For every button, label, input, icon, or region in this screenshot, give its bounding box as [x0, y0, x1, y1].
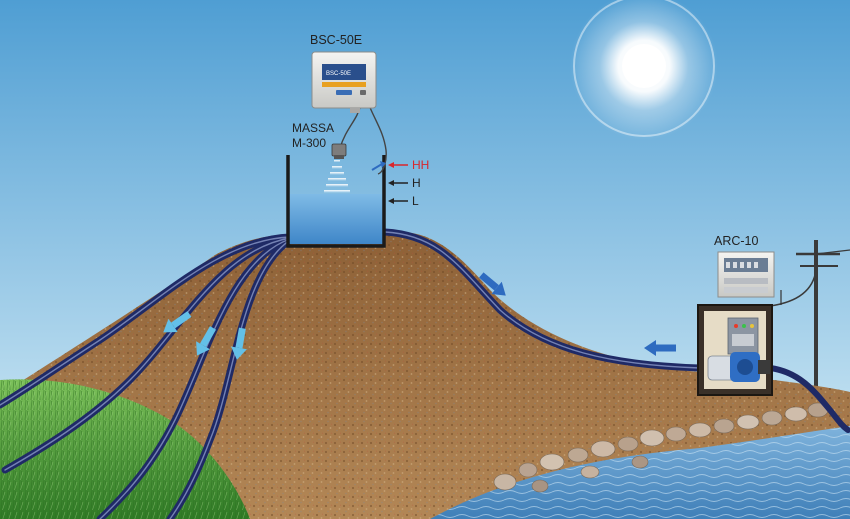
massa-sensor-label-line2: M-300 — [292, 136, 327, 150]
pump-station — [697, 290, 782, 396]
field-flow-arrow-1 — [163, 311, 192, 333]
level-h-arrow — [388, 180, 408, 186]
level-l-label: L — [412, 194, 419, 208]
level-hh-arrow — [388, 162, 408, 168]
bsc-panel-text: BSC-50E — [326, 71, 351, 77]
bsc-controller: BSC-50E — [311, 51, 377, 113]
bsc-50e-label: BSC-50E — [310, 33, 363, 47]
massa-sensor-label: MASSA M-300 — [292, 121, 352, 151]
irrigation-pipes — [0, 233, 294, 519]
shore-rocks — [493, 402, 829, 493]
supply-pipe — [381, 228, 850, 433]
sun-icon — [570, 0, 718, 140]
uphill-flow-arrow — [479, 272, 506, 296]
massa-sensor — [331, 102, 387, 175]
level-indicators — [388, 162, 408, 204]
water-tank — [286, 155, 386, 248]
level-hh-label: HH — [412, 158, 430, 172]
arc-10-label: ARC-10 — [714, 234, 759, 248]
lake — [430, 426, 850, 519]
arc-relay — [717, 251, 775, 298]
field-flow-arrow-3 — [231, 327, 247, 360]
flow-arrows — [163, 272, 676, 360]
field-flow-arrow-2 — [196, 326, 217, 356]
utility-pole — [769, 240, 850, 388]
supply-flow-arrow — [644, 340, 676, 356]
level-l-arrow — [388, 198, 408, 204]
level-h-label: H — [412, 176, 421, 190]
massa-sensor-label-line1: MASSA — [292, 121, 335, 135]
ultrasonic-beam — [324, 160, 350, 193]
